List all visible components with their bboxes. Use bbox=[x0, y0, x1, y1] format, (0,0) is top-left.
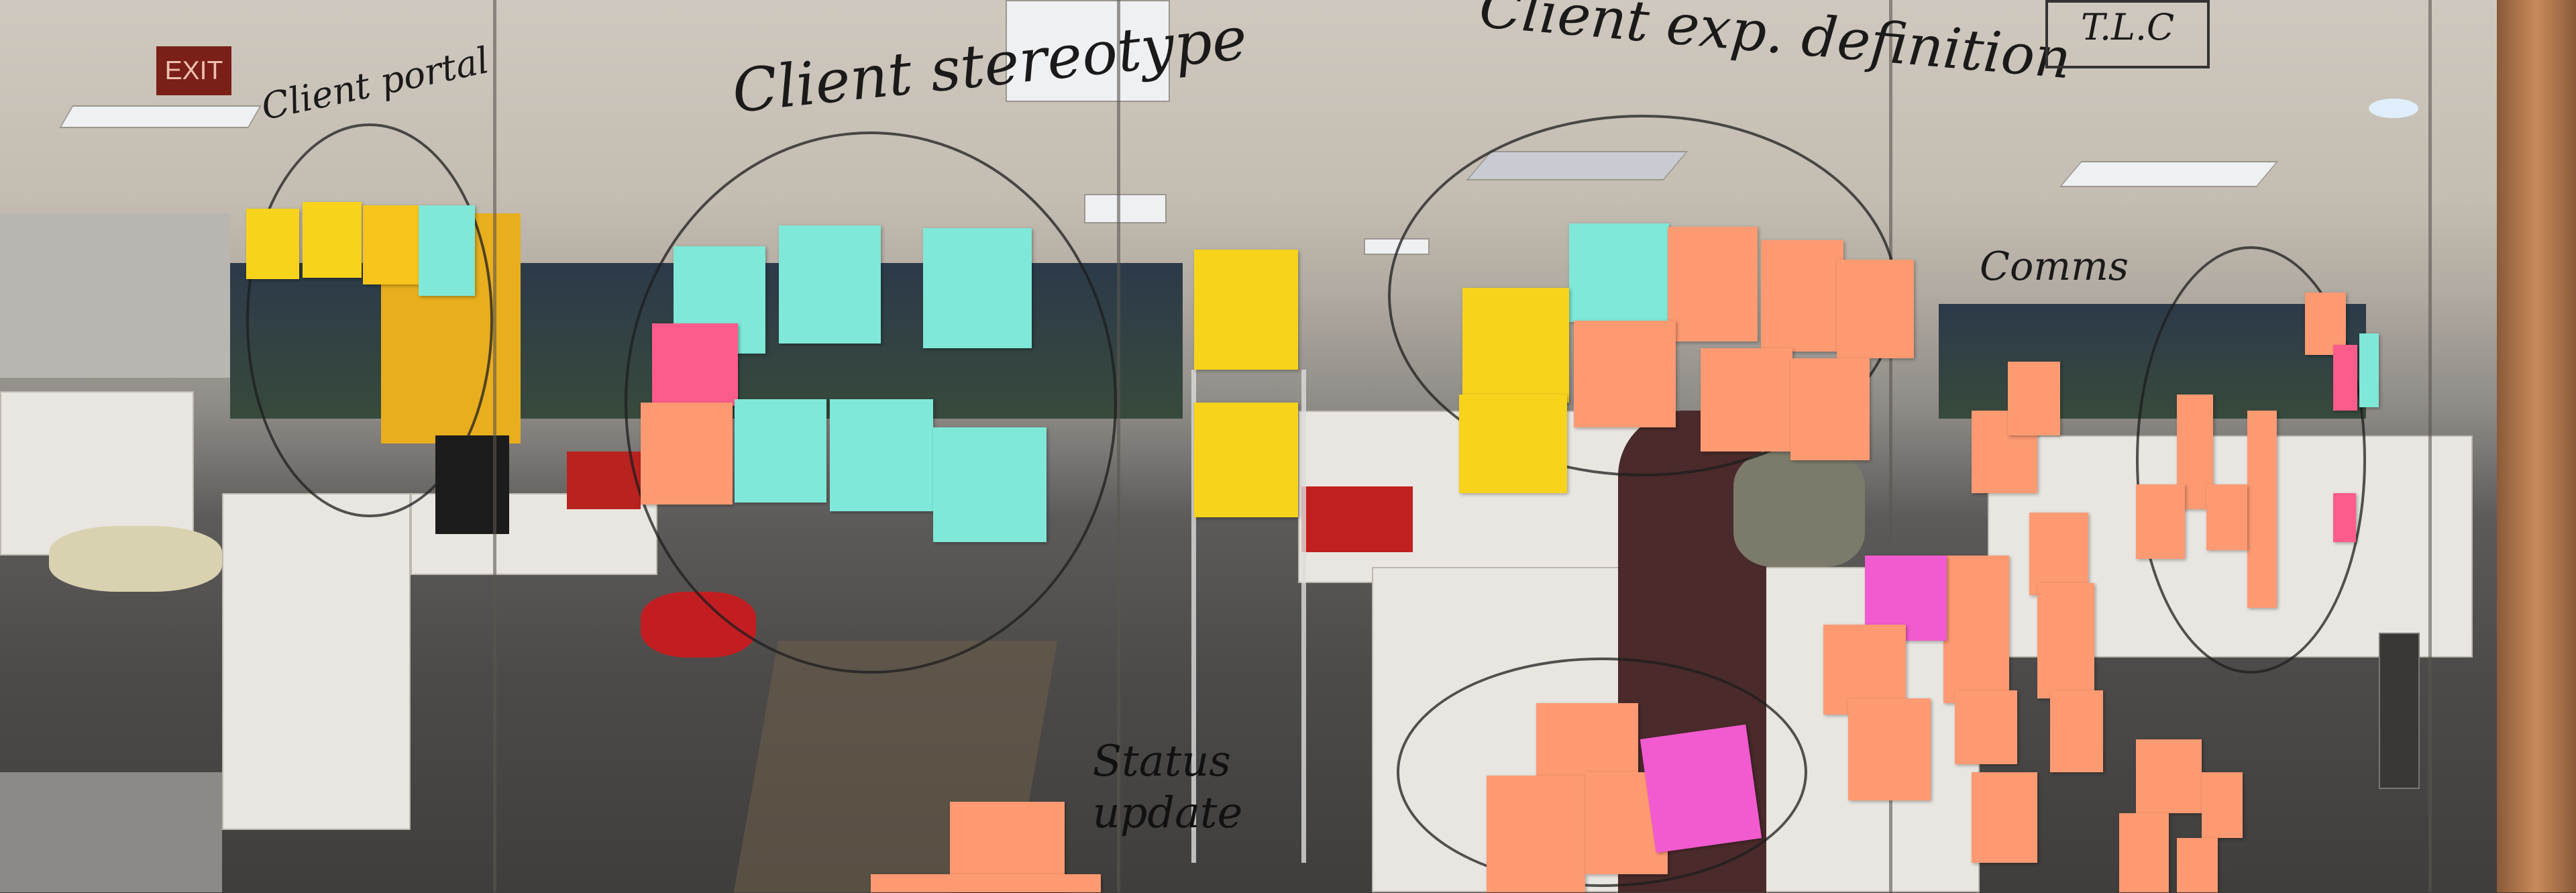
heading-client-portal: Client portal bbox=[257, 38, 493, 129]
sticky-note-orange bbox=[2176, 837, 2218, 892]
sticky-note-cyan bbox=[419, 205, 475, 296]
sticky-note-orange bbox=[2135, 739, 2202, 814]
plants bbox=[1733, 452, 1865, 567]
glass-frame bbox=[1117, 0, 1121, 892]
glass-frame bbox=[492, 0, 496, 892]
heading-status-update: Status update bbox=[1092, 737, 1243, 838]
sticky-note-orange bbox=[641, 403, 733, 505]
door-frame bbox=[2497, 0, 2576, 892]
sticky-note-orange bbox=[1848, 698, 1931, 800]
whiteboard-stand bbox=[1191, 370, 1306, 863]
marker-loop bbox=[2135, 246, 2366, 674]
heading-client-stereotype: Client stereotype bbox=[729, 3, 1250, 127]
ceiling-light bbox=[1084, 193, 1167, 224]
sticky-note-orange bbox=[2304, 292, 2347, 355]
sticky-note-cyan bbox=[923, 228, 1032, 349]
sticky-note-cyan bbox=[933, 427, 1046, 543]
sticky-note-yellow bbox=[363, 205, 419, 284]
sticky-note-pink bbox=[652, 323, 738, 406]
glass-frame bbox=[2428, 0, 2432, 892]
sticky-note-cyan bbox=[829, 399, 934, 511]
desk bbox=[221, 492, 411, 830]
sticky-note-orange bbox=[2247, 411, 2277, 609]
red-panel bbox=[1301, 486, 1413, 552]
cushion bbox=[49, 525, 222, 592]
sticky-note-orange bbox=[1700, 348, 1792, 452]
ceiling-spotlight bbox=[2369, 98, 2418, 119]
sticky-note-magenta bbox=[1640, 724, 1762, 853]
marker-loop bbox=[624, 131, 1118, 674]
sticky-note-orange bbox=[1487, 775, 1586, 892]
sticky-note-orange bbox=[1574, 320, 1676, 427]
sticky-note-cyan bbox=[1568, 223, 1670, 322]
sticky-note-orange bbox=[1536, 703, 1638, 786]
exit-sign: EXIT bbox=[156, 46, 232, 96]
sticky-note-cyan bbox=[734, 399, 826, 503]
sticky-note-pink bbox=[2332, 345, 2358, 411]
sticky-note-yellow bbox=[1194, 250, 1298, 370]
glass-frame bbox=[1889, 0, 1893, 892]
ceiling-light bbox=[59, 105, 262, 129]
sticky-note-orange bbox=[1943, 555, 2010, 704]
sticky-note-cyan bbox=[2359, 333, 2379, 408]
sticky-note-yellow bbox=[1462, 287, 1569, 403]
sticky-note-orange bbox=[2135, 484, 2186, 559]
marker-loop bbox=[246, 123, 493, 518]
heading-client-exp-definition: Client exp. definition bbox=[1477, 0, 2074, 92]
sticky-note-orange bbox=[1761, 240, 1843, 352]
sticky-note-orange bbox=[1955, 690, 2018, 764]
heading-tlc: T.L.C bbox=[2045, 0, 2210, 68]
sticky-note-orange bbox=[2206, 484, 2248, 551]
sticky-note-orange bbox=[1971, 772, 2037, 863]
sticky-note-orange bbox=[2050, 690, 2103, 773]
door-handle[interactable] bbox=[2379, 632, 2420, 789]
sticky-note-orange bbox=[1667, 226, 1758, 342]
sticky-note-pink bbox=[2332, 492, 2356, 543]
heading-comms: Comms bbox=[1980, 243, 2129, 290]
sticky-note-orange bbox=[2119, 813, 2169, 892]
sticky-note-yellow bbox=[1194, 403, 1298, 518]
sticky-note-orange bbox=[1790, 358, 1870, 460]
sticky-note-orange bbox=[2029, 513, 2088, 595]
sticky-note-orange bbox=[870, 874, 1101, 892]
ceiling-light bbox=[1005, 0, 1170, 102]
sticky-note-yellow bbox=[246, 209, 299, 280]
ceiling-light bbox=[2059, 161, 2279, 188]
sticky-note-orange bbox=[2201, 772, 2243, 838]
wall bbox=[0, 213, 230, 378]
sticky-note-orange bbox=[2007, 361, 2061, 435]
red-panel bbox=[566, 452, 641, 510]
sticky-note-yellow bbox=[302, 202, 362, 278]
sticky-note-orange bbox=[2037, 583, 2095, 698]
marker-loop bbox=[1396, 657, 1807, 888]
sticky-note-yellow bbox=[1458, 394, 1568, 493]
bench bbox=[0, 772, 222, 892]
sticky-note-orange bbox=[1836, 259, 1915, 358]
sticky-note-cyan bbox=[778, 225, 881, 344]
